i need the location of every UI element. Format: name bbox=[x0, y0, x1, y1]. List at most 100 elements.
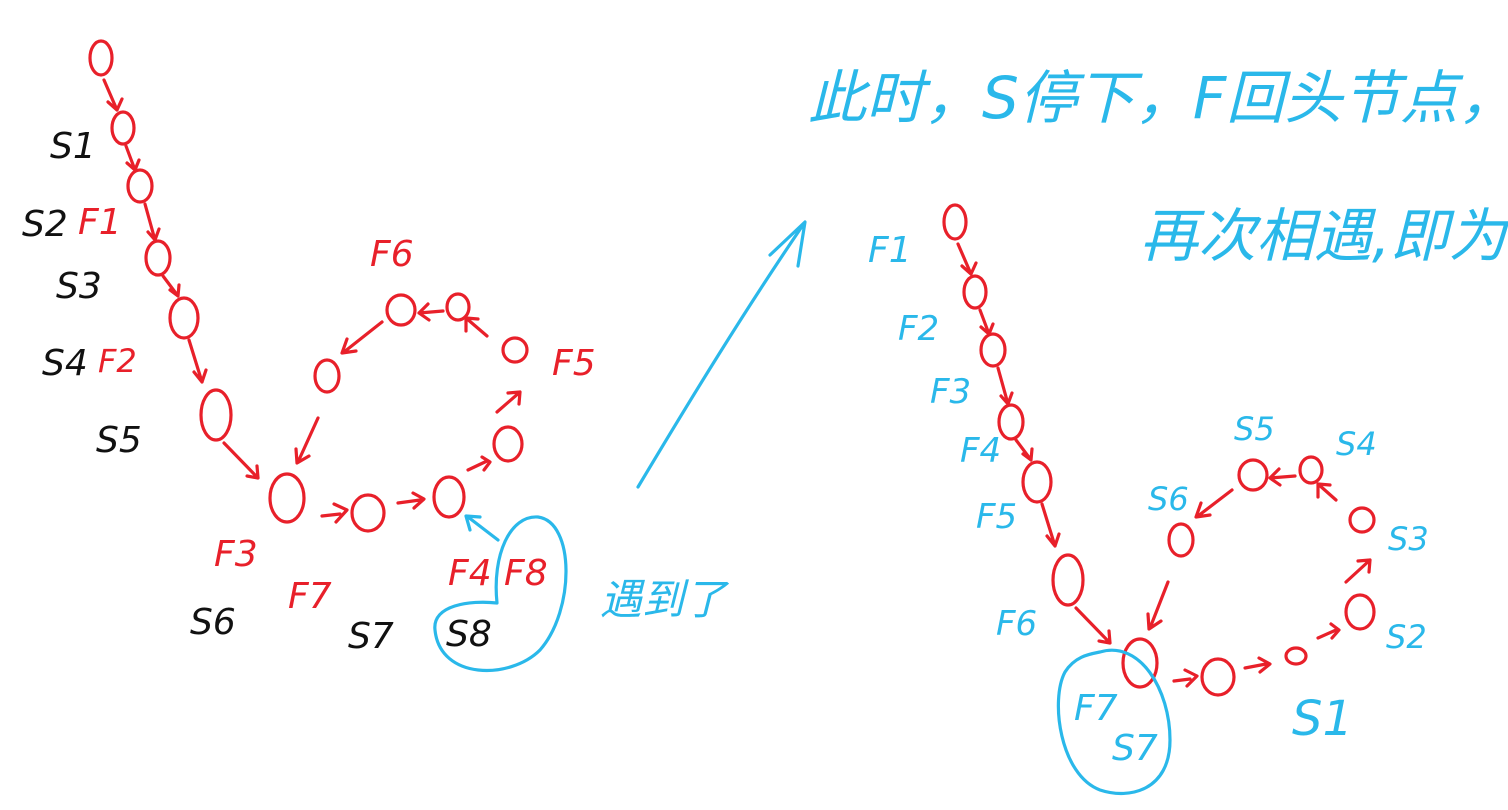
right-arrow-13 bbox=[1146, 580, 1170, 631]
right-note-line-2: 再次相遇,即为 bbox=[1140, 202, 1508, 270]
left-fast-label-f3: F3 bbox=[214, 534, 258, 575]
right-note-line-1: 此时，S停下，F回头节点， bbox=[808, 64, 1508, 132]
left-fast-label-f1: F1 bbox=[78, 202, 122, 243]
right-arrow-12 bbox=[1194, 488, 1234, 519]
right-slow-label-s6: S6 bbox=[1148, 480, 1189, 518]
right-slow-label-s4: S4 bbox=[1336, 425, 1377, 463]
right-arrow-9 bbox=[1344, 558, 1372, 584]
left-list-arrows bbox=[102, 78, 522, 524]
transition-arrow bbox=[636, 220, 807, 489]
right-arrow-4 bbox=[1040, 502, 1061, 548]
left-slow-label-s5: S5 bbox=[96, 420, 142, 461]
right-arrow-10 bbox=[1316, 482, 1338, 502]
right-fast-label-f7: F7 bbox=[1074, 688, 1118, 729]
left-slow-label-s8: S8 bbox=[446, 614, 492, 655]
right-arrow-0 bbox=[956, 242, 978, 276]
left-slow-label-s3: S3 bbox=[56, 266, 102, 307]
left-arrow-11 bbox=[417, 302, 445, 322]
left-node-loop-1 bbox=[350, 493, 386, 533]
right-fast-label-f6: F6 bbox=[996, 604, 1037, 644]
left-slow-label-s4: S4 bbox=[42, 343, 88, 384]
right-arrow-3 bbox=[1014, 438, 1034, 462]
left-fast-label-f4: F4 bbox=[448, 553, 492, 594]
right-fast-label-f2: F2 bbox=[898, 309, 939, 349]
left-node-loop-3 bbox=[492, 425, 524, 463]
right-arrow-7 bbox=[1243, 656, 1272, 674]
left-arrow-5 bbox=[222, 441, 260, 480]
left-arrow-2 bbox=[143, 202, 161, 242]
right-arrow-1 bbox=[978, 308, 995, 336]
left-fast-label-f2: F2 bbox=[98, 342, 137, 380]
right-arrow-6 bbox=[1172, 668, 1199, 688]
left-node-3 bbox=[144, 239, 172, 277]
left-fast-label-f7: F7 bbox=[288, 576, 332, 617]
right-list-labels: 0 F1 F2 F3 F4 F5 F6 F7 S1 S2 S3 S4 S5 S6… bbox=[868, 230, 1429, 769]
left-arrow-10 bbox=[464, 316, 489, 338]
right-arrow-8 bbox=[1316, 622, 1341, 640]
right-list-arrows bbox=[956, 242, 1372, 688]
right-linked-list-diagram: 此时，S停下，F回头节点， 再次相遇,即为 bbox=[808, 64, 1508, 796]
right-arrow-2 bbox=[996, 366, 1014, 406]
right-slow-label-s7: S7 bbox=[1112, 728, 1158, 769]
left-arrow-6 bbox=[320, 502, 349, 524]
left-slow-label-s1: S1 bbox=[50, 126, 96, 167]
left-fast-label-f6: F6 bbox=[370, 234, 414, 275]
left-arrow-4 bbox=[187, 338, 208, 384]
right-fast-label-f5: F5 bbox=[976, 497, 1017, 537]
right-node-loop-1 bbox=[1200, 657, 1236, 697]
left-node-5 bbox=[199, 388, 233, 442]
left-node-loop-6 bbox=[385, 293, 417, 327]
left-node-loop-7 bbox=[313, 358, 341, 394]
left-slow-label-s7: S7 bbox=[348, 616, 394, 657]
right-slow-label-s5: S5 bbox=[1234, 410, 1275, 448]
right-slow-label-s2: S2 bbox=[1386, 618, 1427, 656]
left-list-labels: 0 S1 S2 S3 S4 S5 S6 S7 S8 F1 F2 F3 F4 F5… bbox=[22, 126, 596, 657]
right-fast-label-f1: F1 bbox=[868, 230, 912, 271]
right-node-1 bbox=[962, 274, 988, 310]
right-list-nodes bbox=[942, 203, 1376, 697]
right-node-0 bbox=[942, 203, 968, 241]
left-node-2 bbox=[126, 168, 154, 204]
right-node-loop-7 bbox=[1167, 522, 1195, 558]
left-node-4 bbox=[168, 296, 200, 340]
left-meet-note: 遇到了 bbox=[600, 575, 730, 624]
right-node-5 bbox=[1051, 553, 1085, 607]
left-node-1 bbox=[110, 110, 136, 146]
right-meeting-highlight-loop bbox=[1056, 648, 1172, 796]
left-arrow-9 bbox=[495, 390, 522, 414]
right-node-loop-2 bbox=[1284, 646, 1308, 666]
left-list-nodes bbox=[88, 39, 529, 533]
left-node-loop-4 bbox=[501, 336, 529, 364]
right-fast-label-f3: F3 bbox=[930, 372, 971, 412]
left-arrow-1 bbox=[124, 144, 141, 172]
left-meeting-pointer-arrow bbox=[464, 514, 500, 542]
left-arrow-13 bbox=[294, 416, 320, 465]
left-meeting-highlight-loop bbox=[433, 515, 568, 673]
right-node-loop-3 bbox=[1344, 593, 1376, 631]
right-node-loop-5 bbox=[1298, 455, 1324, 485]
right-node-2 bbox=[979, 332, 1007, 368]
left-node-loop-5 bbox=[445, 292, 471, 322]
left-slow-label-s6: S6 bbox=[190, 602, 236, 643]
right-node-3 bbox=[997, 403, 1025, 441]
left-arrow-8 bbox=[466, 455, 492, 472]
right-arrow-5 bbox=[1074, 606, 1112, 645]
right-node-loop-4 bbox=[1348, 506, 1376, 534]
left-fast-label-f8: F8 bbox=[504, 553, 548, 594]
left-arrow-0 bbox=[102, 78, 124, 112]
right-slow-label-s3: S3 bbox=[1388, 520, 1429, 558]
right-fast-label-f4: F4 bbox=[960, 431, 1001, 471]
left-fast-label-f5: F5 bbox=[552, 343, 596, 384]
left-arrow-3 bbox=[161, 274, 181, 298]
right-node-loop-6 bbox=[1237, 458, 1269, 492]
right-node-4 bbox=[1021, 460, 1053, 504]
left-arrow-12 bbox=[340, 320, 384, 355]
left-node-entry bbox=[268, 472, 306, 524]
left-node-loop-2 bbox=[432, 475, 466, 519]
left-linked-list-diagram: 0 S1 S2 S3 S4 S5 S6 S7 S8 F1 F2 F3 F4 F5… bbox=[22, 39, 730, 673]
right-arrow-11 bbox=[1268, 467, 1297, 487]
left-arrow-7 bbox=[396, 491, 426, 510]
left-slow-label-s2: S2 bbox=[22, 204, 68, 245]
left-node-0 bbox=[88, 39, 114, 77]
